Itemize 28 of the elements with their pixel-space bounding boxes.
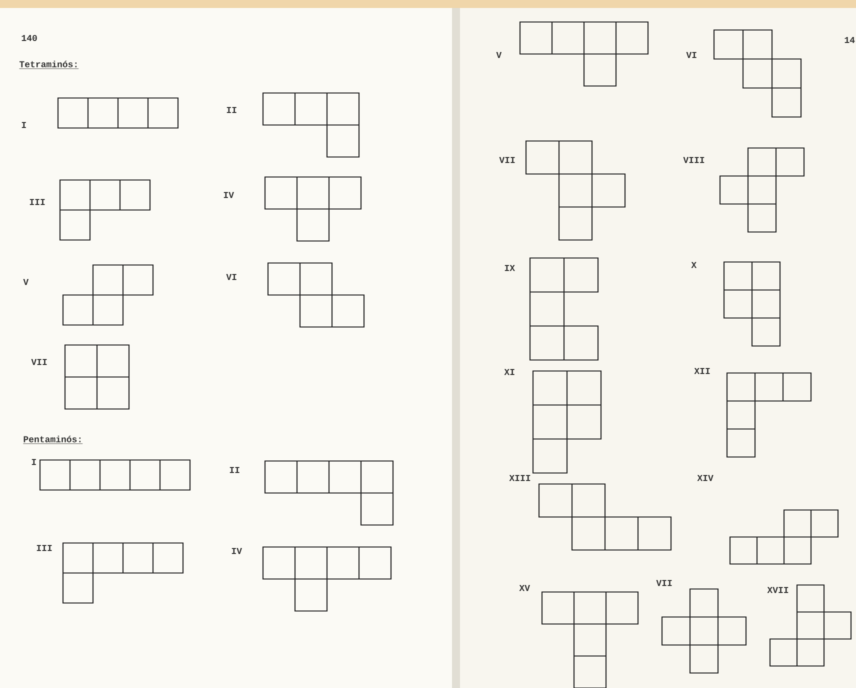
figure-number: X (691, 262, 697, 268)
figure-number: I (32, 459, 36, 465)
figure-number: VI (686, 52, 696, 58)
figure-number: XIII (509, 475, 530, 481)
figure-number: VI (226, 274, 236, 280)
figure-number: VII (31, 359, 47, 365)
figure-number: V (496, 52, 502, 58)
figure-number: 14 (844, 37, 855, 43)
figure-number: IX (504, 265, 515, 271)
figure-number: XVII (767, 587, 788, 593)
figure-number: II (226, 107, 236, 113)
figure-number: I (22, 122, 26, 128)
figure-number: 140 (22, 34, 37, 42)
figure-number: XII (694, 368, 710, 374)
figure-number: XI (504, 369, 514, 375)
section-heading: Tetraminós: (19, 60, 79, 69)
figure-number: IV (232, 548, 242, 554)
section-heading: Pentaminós: (23, 436, 83, 444)
figure-number: XV (519, 585, 530, 591)
figure-number: IV (224, 192, 234, 198)
figure-number: III (36, 545, 52, 551)
figure-number: II (230, 467, 240, 473)
figure-number: VII (656, 580, 672, 586)
figure-number: VII (499, 157, 515, 163)
figure-number: XIV (697, 475, 714, 481)
figure-number: V (23, 279, 29, 285)
figure-number: III (30, 199, 45, 205)
figure-number: VIII (683, 157, 704, 163)
